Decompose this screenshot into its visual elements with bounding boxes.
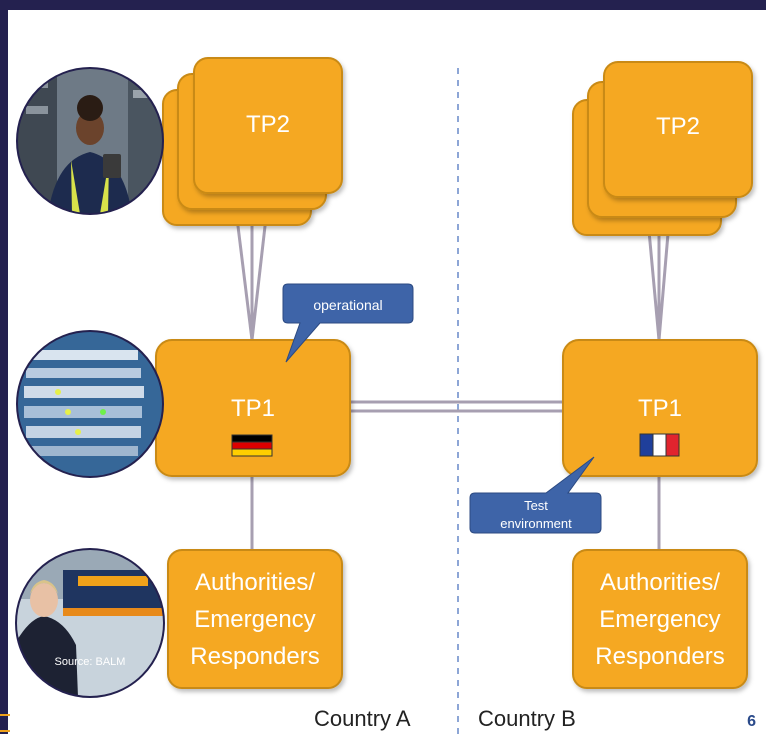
country-a-tp1-label: TP1	[231, 395, 275, 422]
country-b-tp2-stack: TP2	[572, 61, 753, 236]
test-environment-callout-line-2: environment	[500, 516, 572, 531]
country-a-authorities-line-2: Emergency	[194, 606, 315, 633]
germany-flag-icon	[231, 434, 273, 457]
country-b-authorities-line-3: Responders	[595, 643, 724, 670]
country-a-tp2-label: TP2	[246, 111, 290, 138]
country-a-tp1: TP1	[155, 339, 351, 477]
country-a-authorities-box[interactable]	[167, 549, 343, 689]
test-environment-callout: Test environment	[469, 456, 602, 534]
slide: TP2 TP2 TP1 TP1 Authorities/ Emergency R…	[8, 10, 766, 734]
country-b-tp1-label: TP1	[638, 395, 682, 422]
france-flag-icon	[639, 433, 680, 457]
operational-callout-text: operational	[313, 297, 382, 313]
country-b-authorities-line-1: Authorities/	[600, 569, 720, 596]
operational-callout: operational	[282, 283, 414, 363]
country-a-authorities-line-1: Authorities/	[195, 569, 315, 596]
photo-source-caption: Source: BALM	[55, 656, 126, 668]
warehouse-worker-photo	[16, 67, 164, 215]
country-b-authorities: Authorities/ Emergency Responders	[572, 549, 748, 689]
connection-lines	[234, 199, 672, 550]
country-b-authorities-box[interactable]	[572, 549, 748, 689]
page-number: 6	[747, 713, 756, 730]
country-a-tp2-stack: TP2	[162, 57, 343, 226]
country-b-tp2-label: TP2	[656, 113, 700, 140]
country-a-label: Country A	[314, 706, 411, 731]
country-b-tp2-box[interactable]	[603, 61, 753, 198]
traffic-control-officer-photo: Source: BALM	[15, 548, 165, 698]
diagram: TP2 TP2 TP1 TP1 Authorities/ Emergency R…	[15, 57, 758, 734]
orange-accent-mark	[0, 714, 10, 732]
country-b-tp1: TP1	[562, 339, 758, 477]
test-environment-callout-line-1: Test	[524, 498, 548, 513]
server-rack-photo	[16, 330, 164, 478]
country-b-tp1-box[interactable]	[562, 339, 758, 477]
country-b-authorities-line-2: Emergency	[599, 606, 720, 633]
country-a-authorities: Authorities/ Emergency Responders	[167, 549, 343, 689]
country-a-authorities-line-3: Responders	[190, 643, 319, 670]
country-a-tp2-box[interactable]	[193, 57, 343, 194]
country-b-label: Country B	[478, 706, 576, 731]
